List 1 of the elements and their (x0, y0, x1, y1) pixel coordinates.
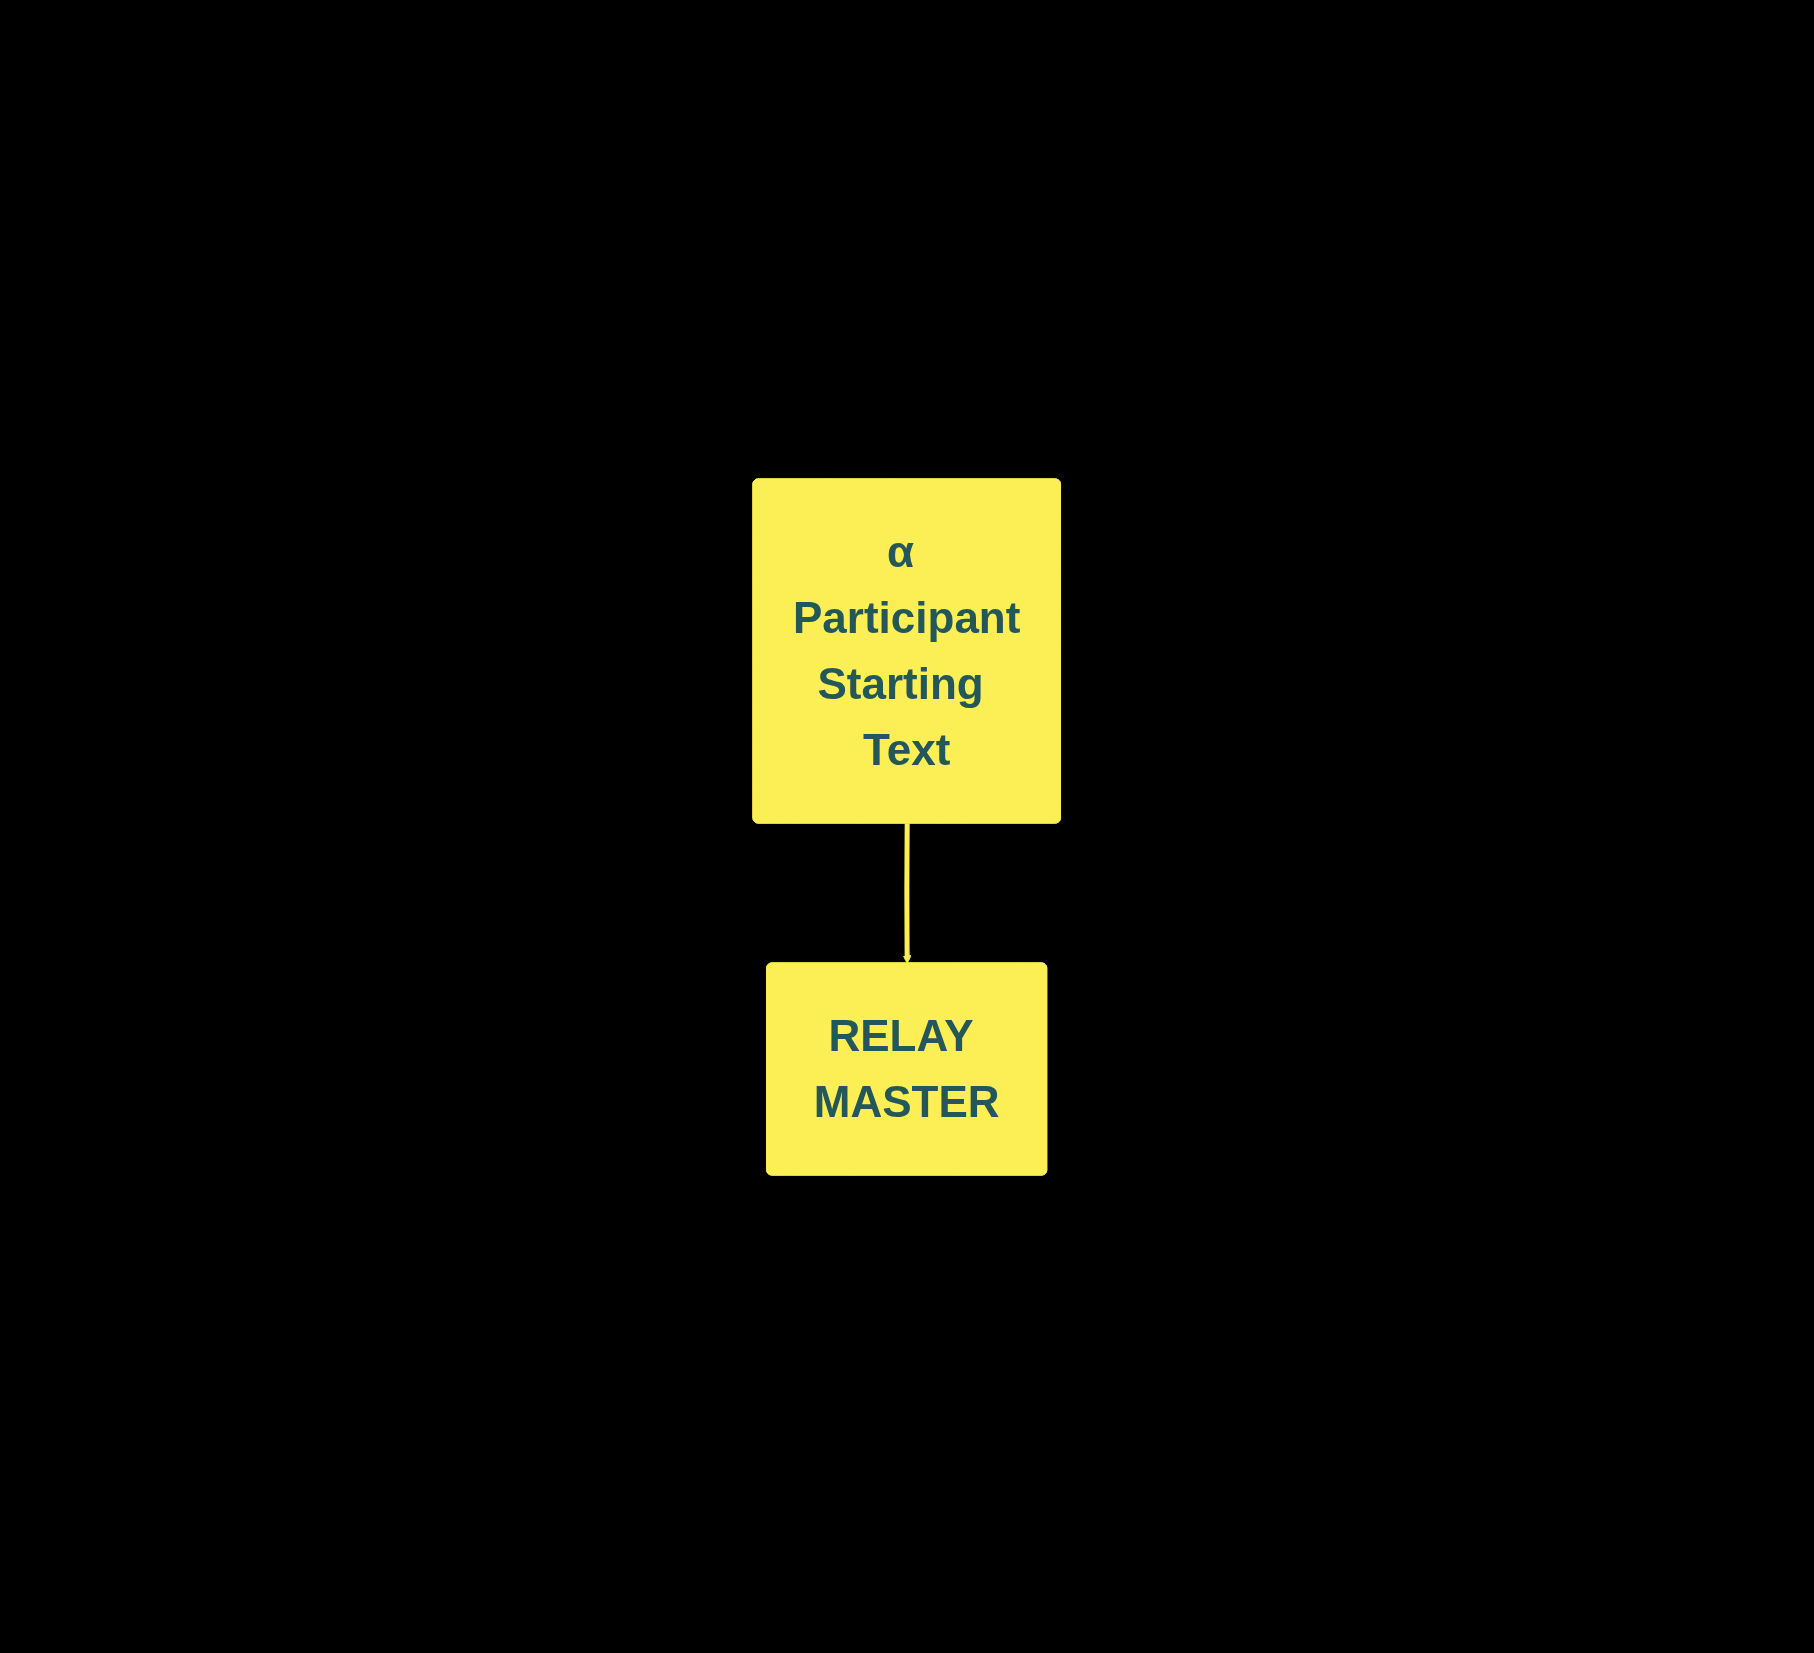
arrow (903, 823, 912, 964)
